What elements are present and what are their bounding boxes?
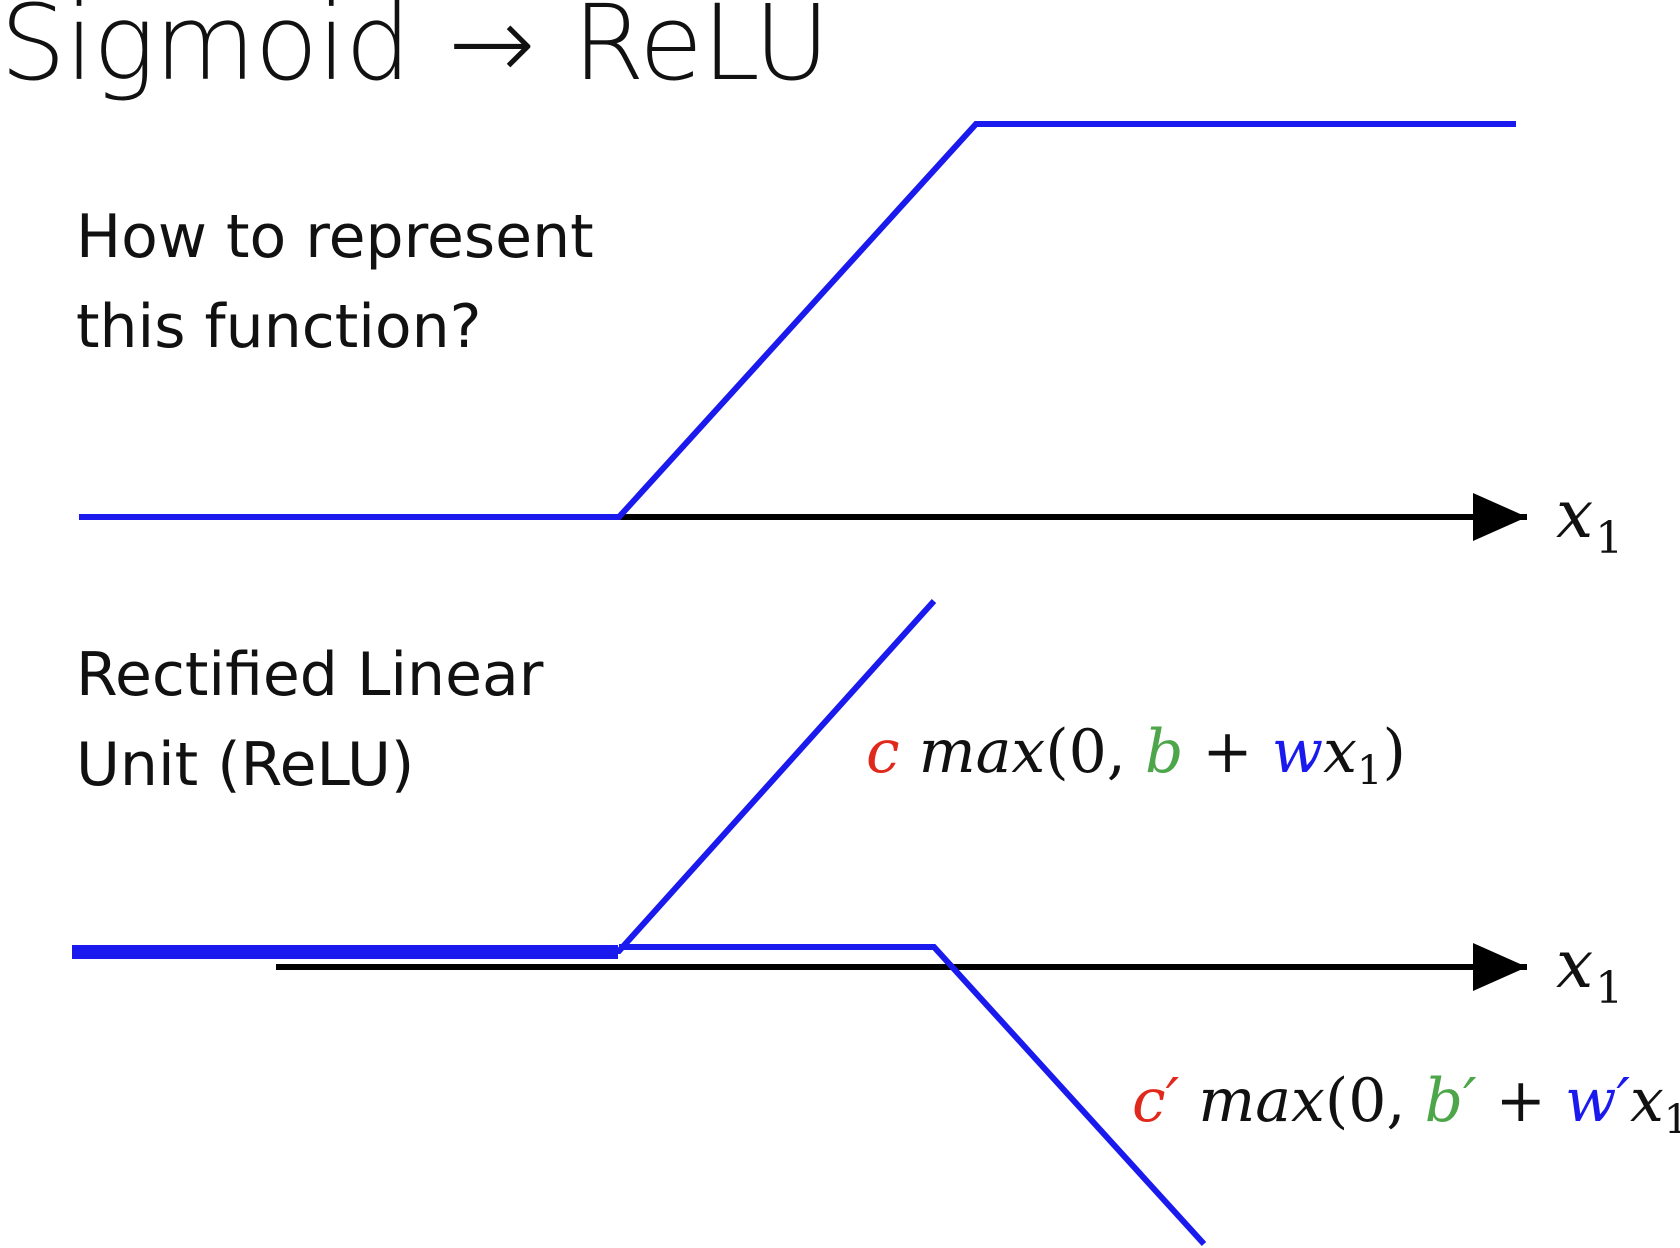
slide-title: Sigmoid → ReLU bbox=[0, 0, 830, 100]
relu-formula-1: c max(0, b + wx1) bbox=[866, 717, 1406, 794]
relu-caption-line-2: Unit (ReLU) bbox=[76, 730, 415, 800]
bottom-panel: x1 bbox=[72, 598, 1623, 1247]
question-line-1: How to represent bbox=[76, 202, 594, 272]
question-text: How to represent this function? bbox=[76, 192, 594, 372]
top-axis-label: x1 bbox=[1556, 476, 1623, 564]
relu-caption-line-1: Rectified Linear bbox=[76, 640, 544, 710]
right-arrow-icon: → bbox=[448, 0, 535, 104]
relu-curve-2 bbox=[619, 944, 1207, 1247]
relu-formula-2: c′ max(0, b′ + w′x1) bbox=[1132, 1066, 1680, 1143]
relu-caption: Rectified Linear Unit (ReLU) bbox=[76, 630, 543, 810]
hard-sigmoid-curve bbox=[79, 121, 1516, 520]
question-line-2: this function? bbox=[76, 292, 482, 362]
title-sigmoid: Sigmoid bbox=[0, 0, 411, 104]
title-relu: ReLU bbox=[572, 0, 829, 104]
relu-curve-1 bbox=[79, 598, 937, 954]
top-panel: x1 bbox=[79, 121, 1623, 564]
bottom-axis-label: x1 bbox=[1556, 926, 1623, 1014]
